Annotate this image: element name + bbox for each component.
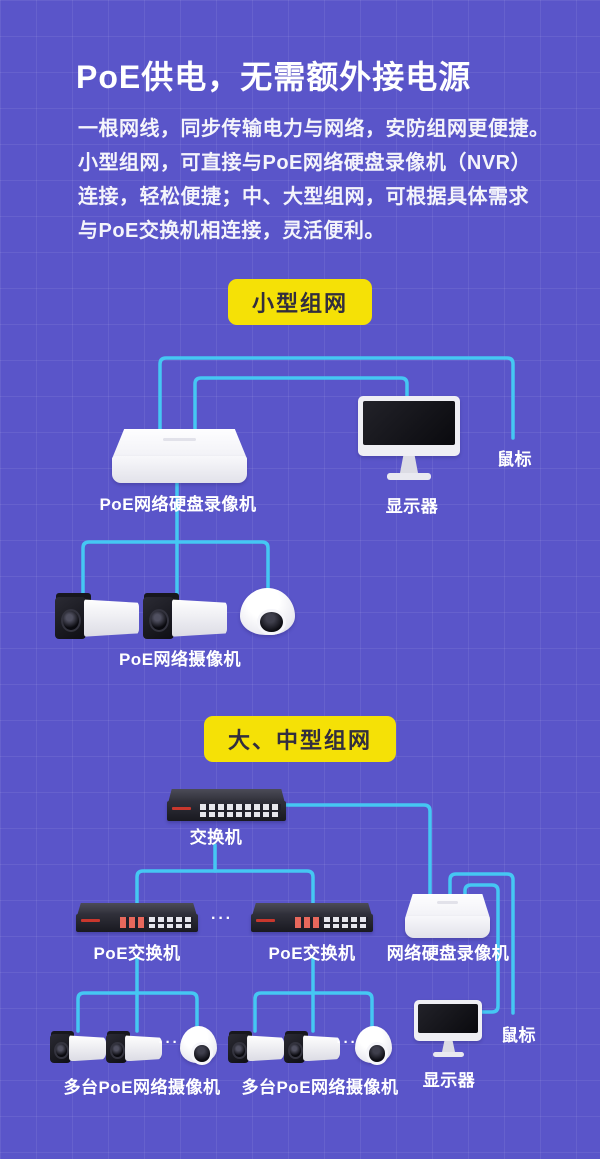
camera-front: [284, 1033, 305, 1063]
dome-lens: [366, 1042, 388, 1065]
camera-body: [69, 1035, 106, 1062]
label-monitor-large: 显示器: [422, 1071, 476, 1090]
label-poe-switch-1: PoE交换机: [93, 944, 181, 963]
monitor-illustration-small: [358, 396, 460, 484]
label-mouse-large: 鼠标: [501, 1026, 536, 1045]
core-switch-illustration: [167, 789, 286, 821]
bullet-camera-illustration: [50, 1031, 106, 1063]
monitor-illustration-large: [414, 1000, 482, 1058]
switch-poe-ports: [119, 916, 147, 928]
label-monitor-small: 显示器: [385, 497, 439, 516]
camera-body: [171, 599, 227, 637]
switch-ports: [324, 916, 369, 928]
camera-front: [106, 1033, 127, 1063]
dome-lens: [256, 608, 286, 636]
poe-switch-illustration-1: [76, 903, 198, 932]
nvr-front-face: [112, 456, 247, 483]
camera-body: [303, 1035, 340, 1062]
intro-line: 一根网线，同步传输电力与网络，安防组网更便捷。: [78, 118, 550, 140]
nvr-illustration-small: [112, 429, 247, 483]
bullet-camera-illustration: [284, 1031, 340, 1063]
nvr-top-face: [405, 894, 490, 919]
monitor-screen: [363, 401, 455, 445]
ellipsis-switches: ···: [211, 910, 233, 927]
label-nvr-large: 网络硬盘录像机: [386, 944, 510, 963]
label-cameras-small: PoE网络摄像机: [118, 650, 242, 669]
label-mouse-small: 鼠标: [497, 450, 532, 469]
camera-body: [247, 1035, 284, 1062]
switch-ports: [200, 804, 282, 817]
page-title: PoE供电，无需额外接电源: [76, 59, 472, 95]
label-camera-group-1: 多台PoE网络摄像机: [63, 1078, 221, 1097]
intro-line: 连接，轻松便捷；中、大型组网，可根据具体需求: [78, 186, 529, 208]
dome-lens: [191, 1042, 213, 1065]
connection-lines-large-network: [76, 803, 515, 1033]
label-poe-switch-2: PoE交换机: [268, 944, 356, 963]
label-nvr-small: PoE网络硬盘录像机: [99, 495, 257, 514]
nvr-front-face: [405, 916, 490, 938]
ellipsis-cameras-1: ···: [158, 1034, 180, 1051]
switch-brand-mark: [255, 918, 276, 922]
bullet-camera-illustration: [228, 1031, 284, 1063]
label-camera-group-2: 多台PoE网络摄像机: [241, 1078, 399, 1097]
bullet-camera-illustration: [143, 593, 227, 639]
intro-line: 小型组网，可直接与PoE网络硬盘录像机（NVR）: [78, 152, 532, 174]
badge-small-network: 小型组网: [227, 279, 373, 325]
switch-brand-mark: [171, 806, 191, 810]
poe-switch-illustration-2: [251, 903, 373, 932]
switch-top-face: [252, 903, 372, 916]
intro-line: 与PoE交换机相连接，灵活便利。: [78, 220, 385, 242]
bullet-camera-illustration: [106, 1031, 162, 1063]
nvr-top-face: [112, 429, 247, 459]
camera-front: [55, 597, 87, 639]
switch-poe-ports: [294, 916, 322, 928]
badge-large-network: 大、中型组网: [203, 716, 397, 762]
camera-front: [143, 597, 175, 639]
monitor-stand: [442, 1041, 455, 1052]
monitor-base: [433, 1052, 464, 1057]
switch-top-face: [168, 789, 285, 803]
camera-front: [50, 1033, 71, 1063]
switch-ports: [149, 916, 194, 928]
dome-camera-illustration: [180, 1026, 217, 1065]
ellipsis-cameras-2: ···: [336, 1034, 358, 1051]
intro-paragraph: 一根网线，同步传输电力与网络，安防组网更便捷。 小型组网，可直接与PoE网络硬盘…: [78, 112, 550, 248]
bullet-camera-illustration: [55, 593, 139, 639]
camera-body: [125, 1035, 162, 1062]
switch-top-face: [77, 903, 197, 916]
camera-front: [228, 1033, 249, 1063]
dome-camera-illustration: [355, 1026, 392, 1065]
switch-brand-mark: [80, 918, 101, 922]
camera-body: [83, 599, 139, 637]
dome-camera-illustration: [240, 588, 295, 636]
label-core-switch: 交换机: [189, 828, 243, 847]
monitor-screen: [418, 1004, 478, 1033]
monitor-base: [387, 473, 431, 480]
monitor-stand: [400, 456, 418, 473]
nvr-illustration-large: [405, 894, 490, 938]
connection-lines-small-network: [81, 356, 515, 602]
